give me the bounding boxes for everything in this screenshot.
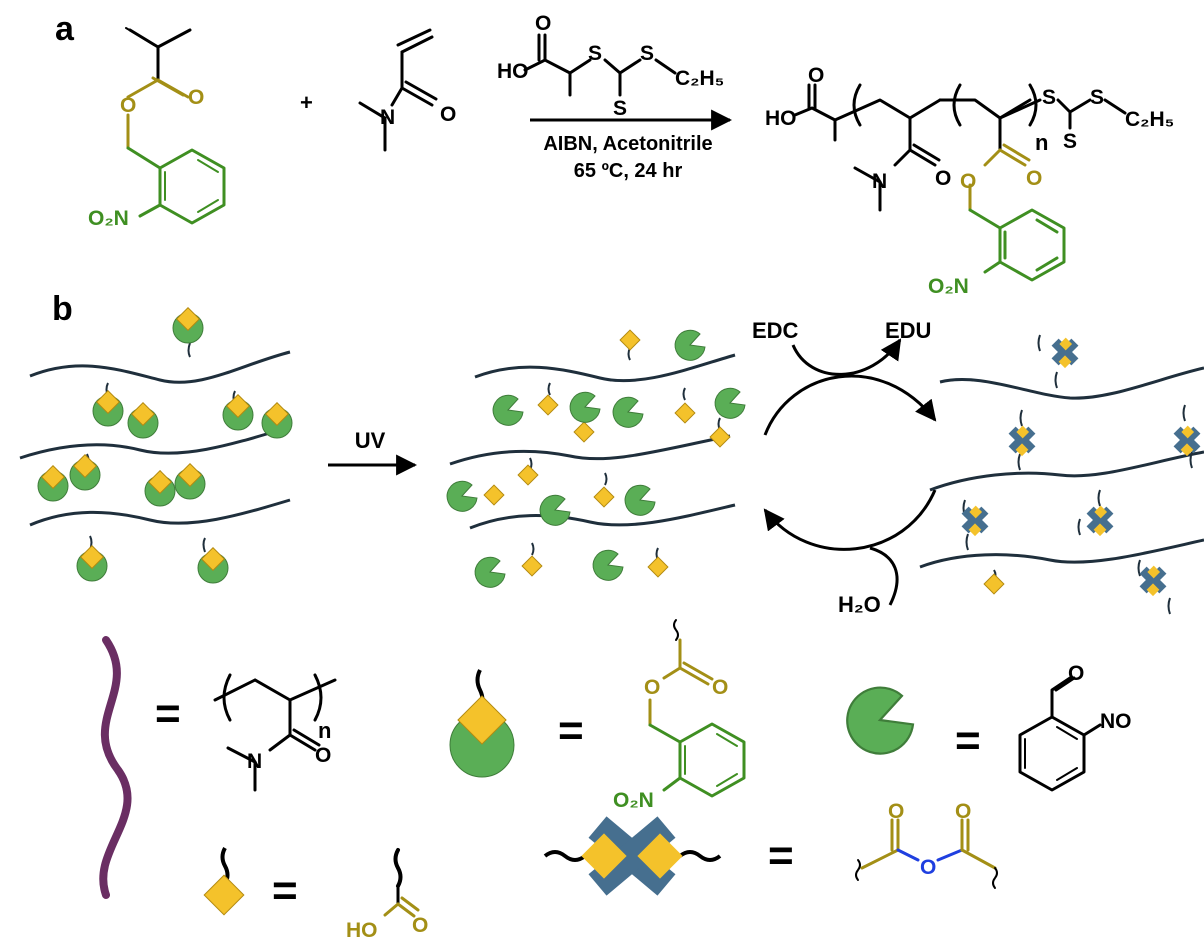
legend-nitroso-group: NO [1100, 710, 1132, 733]
conditions-line1: AIBN, Acetonitrile [543, 133, 712, 155]
product-nitro: O₂N [928, 275, 969, 298]
legend-acid-ho: HO [346, 919, 378, 942]
legend-ester-o2: O [712, 676, 728, 699]
legend-equals-2: = [558, 706, 584, 755]
product-ester-o: O [960, 170, 976, 193]
product-carbonyl-o: O [808, 64, 824, 87]
cta-s2: S [613, 97, 627, 120]
cta-carbonyl-o: O [535, 12, 551, 35]
legend-equals-3: = [955, 716, 981, 765]
monomer-nitrobenzyl-methacrylate [125, 27, 226, 225]
product-amide-o: O [935, 167, 951, 190]
plus-sign: + [300, 90, 313, 115]
bead [172, 307, 204, 344]
polymer-chain-icon [99, 636, 132, 899]
product-ethyl: C₂H₅ [1125, 108, 1174, 131]
legend-equals-1: = [155, 689, 181, 738]
bead [174, 463, 206, 500]
bead [144, 470, 176, 507]
conditions-line2: 65 ºC, 24 hr [574, 160, 683, 182]
legend-polymer-amide-o: O [315, 744, 331, 767]
monomer1-nitro: O₂N [88, 207, 129, 230]
legend-nitroso-structure [1018, 676, 1102, 792]
legend-equals-5: = [768, 831, 794, 880]
network-before-uv [19, 307, 293, 584]
legend-anhydride-o1: O [888, 800, 904, 823]
legend-nitroso-aldehyde-o: O [1068, 662, 1084, 685]
water-label: H₂O [838, 592, 881, 617]
legend-pacman-icon [846, 686, 915, 755]
legend-ester-nitro: O₂N [613, 789, 654, 812]
monomer2-n: N [380, 106, 395, 129]
cta-s3: S [640, 42, 654, 65]
legend-anhydride-bridge-o: O [920, 856, 936, 879]
cta-ethyl: C₂H₅ [675, 67, 724, 90]
product-ho: HO [765, 107, 797, 130]
bead [197, 547, 229, 584]
monomer1-ester-o: O [120, 94, 136, 117]
legend-polymer-amide-n: N [247, 750, 262, 773]
product-s1: S [1042, 86, 1056, 109]
product-amide-n: N [872, 170, 887, 193]
legend-diamond-icon [203, 874, 245, 916]
legend-anhydride-o2: O [955, 800, 971, 823]
product-s3: S [1090, 86, 1104, 109]
product-n-subscript: n [1035, 130, 1048, 155]
product-s2: S [1063, 130, 1077, 153]
panel-label-b: b [52, 290, 73, 328]
legend-equals-4: = [272, 866, 298, 915]
bead [37, 465, 69, 502]
product-copolymer [793, 83, 1127, 212]
legend-ester-o1: O [644, 676, 660, 699]
legend-crosslink-icon [543, 816, 722, 896]
legend-ester-structure [648, 619, 746, 798]
legend-bead-icon [449, 695, 515, 778]
monomer-dimethylacrylamide [358, 28, 438, 152]
bead [261, 402, 293, 439]
edu-label: EDU [885, 318, 931, 343]
legend-polymer-n: n [318, 718, 331, 743]
legend-acid-o: O [412, 914, 428, 937]
panel-label-a: a [55, 10, 75, 48]
legend-anhydride-structure [855, 818, 998, 889]
network-after-uv [446, 329, 746, 588]
uv-label: UV [355, 428, 386, 453]
monomer2-o: O [440, 103, 456, 126]
bead [69, 454, 101, 491]
chain-transfer-agent [523, 33, 677, 97]
monomer1-carbonyl-o: O [188, 86, 204, 109]
cta-ho: HO [497, 60, 529, 83]
bead [92, 390, 124, 427]
edc-cycle [763, 338, 937, 606]
legend-acid-structure [383, 848, 420, 918]
legend-polymer-structure [213, 673, 337, 792]
product-carbonyl-o2: O [1026, 167, 1042, 190]
network-crosslinked [919, 334, 1204, 615]
bead [222, 394, 254, 431]
edc-label: EDC [752, 318, 799, 343]
bead [76, 545, 108, 582]
bead [127, 402, 159, 439]
cta-s1: S [588, 42, 602, 65]
